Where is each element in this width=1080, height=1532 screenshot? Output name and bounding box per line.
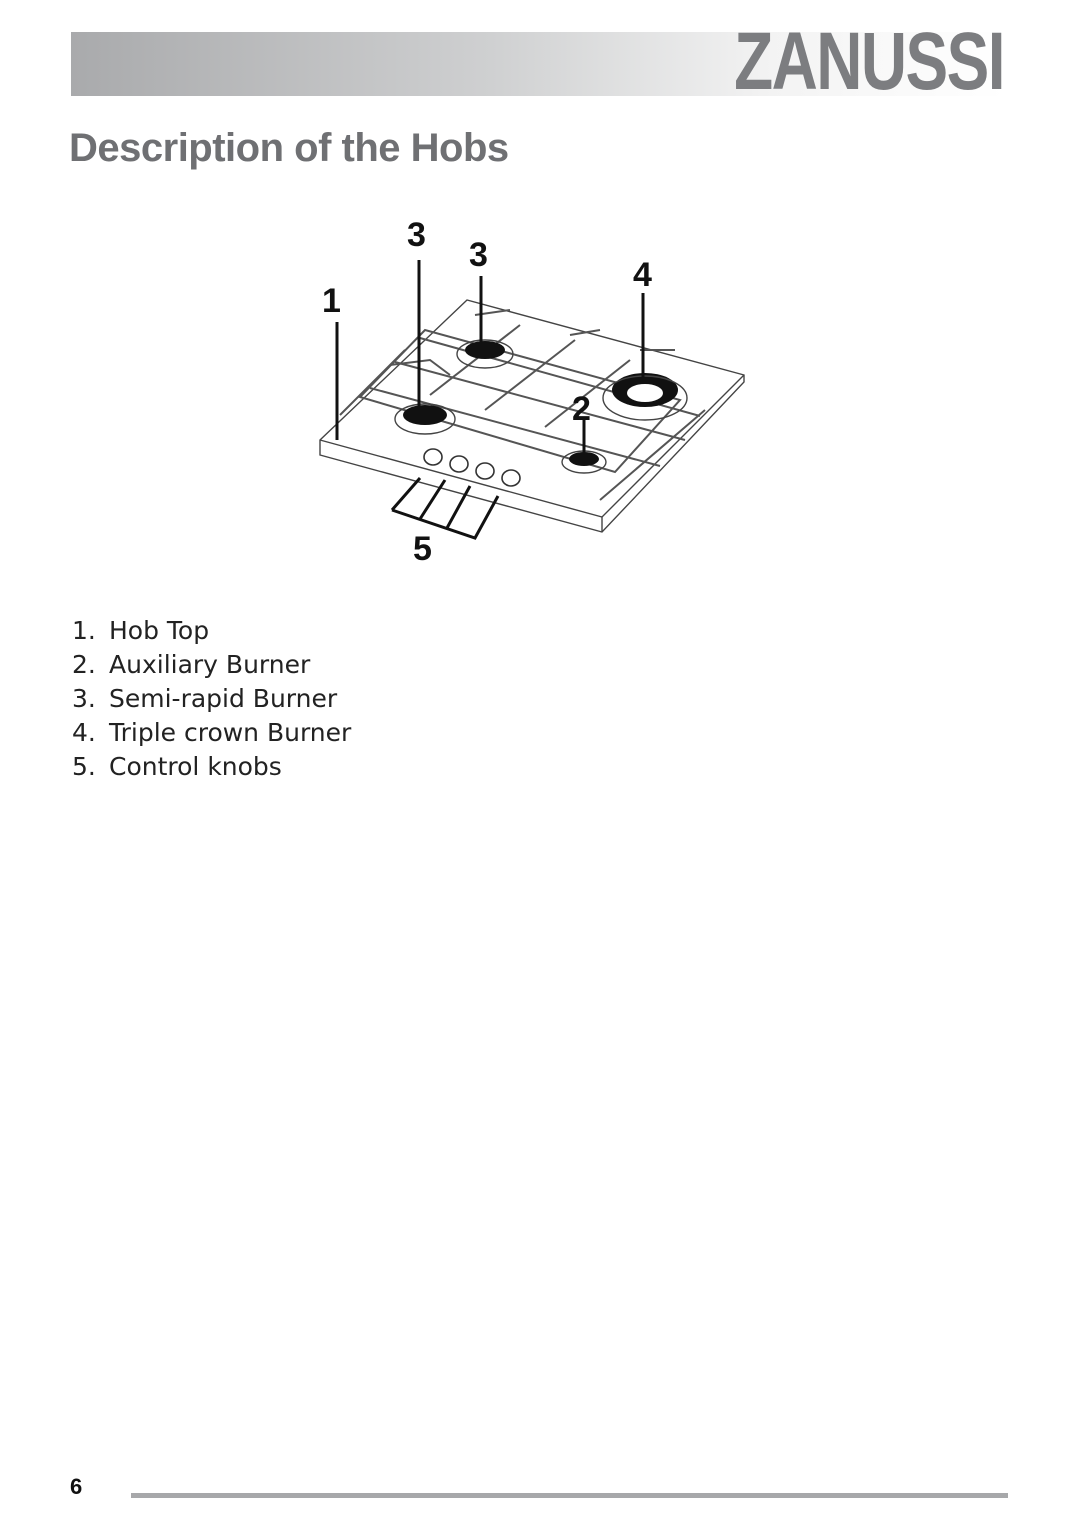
burner-semi-rapid-rear	[465, 341, 505, 359]
legend-item: 5. Control knobs	[72, 750, 351, 784]
burner-semi-rapid-front	[403, 405, 447, 425]
page-title: Description of the Hobs	[69, 126, 509, 170]
zanussi-logo: ZANUSSI	[734, 16, 1005, 107]
legend-label: Hob Top	[109, 616, 210, 645]
legend-label: Control knobs	[109, 752, 282, 781]
callout-3-front: 3	[407, 216, 426, 254]
hob-top-plate	[319, 299, 745, 533]
legend-number: 5.	[72, 752, 96, 781]
legend-item: 2. Auxiliary Burner	[72, 648, 351, 682]
hob-diagram: 3 3 1 4 2 5	[319, 216, 745, 568]
legend-label: Triple crown Burner	[109, 718, 352, 747]
legend-number: 2.	[72, 650, 96, 679]
leader-lines	[335, 260, 645, 540]
burners	[394, 339, 688, 474]
header-bar	[71, 32, 1005, 96]
legend-list: 1. Hob Top 2. Auxiliary Burner 3. Semi-rapi…	[72, 614, 351, 784]
legend-label: Auxiliary Burner	[109, 650, 311, 679]
pan-supports	[339, 309, 706, 501]
page-number: 6	[70, 1474, 83, 1499]
knob-4	[501, 469, 521, 487]
knob-2	[449, 455, 469, 473]
callout-5: 5	[413, 530, 432, 568]
callout-3-rear: 3	[469, 236, 488, 274]
legend-item: 1. Hob Top	[72, 614, 351, 648]
legend-number: 3.	[72, 684, 96, 713]
control-knobs	[423, 448, 521, 487]
knob-3	[475, 462, 495, 480]
legend-number: 4.	[72, 718, 96, 747]
legend-item: 3. Semi-rapid Burner	[72, 682, 351, 716]
knob-1	[423, 448, 443, 466]
callout-1: 1	[322, 282, 341, 320]
footer-rule	[131, 1493, 1008, 1498]
legend-number: 1.	[72, 616, 96, 645]
legend-label: Semi-rapid Burner	[109, 684, 338, 713]
burner-auxiliary	[569, 452, 599, 466]
legend-item: 4. Triple crown Burner	[72, 716, 351, 750]
callout-2: 2	[572, 390, 591, 428]
callout-4: 4	[633, 256, 652, 294]
